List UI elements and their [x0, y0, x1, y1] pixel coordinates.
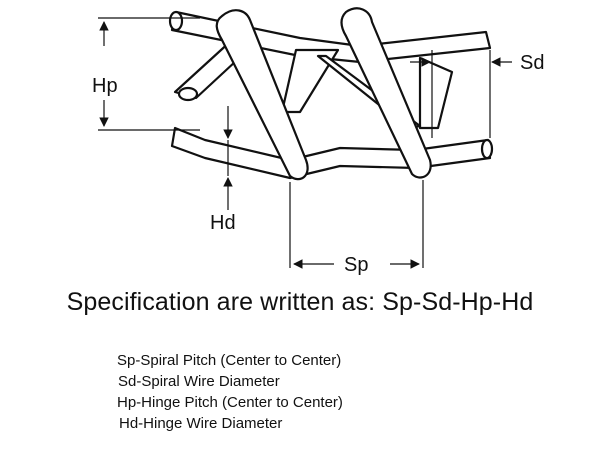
- spiral-wire-left: [215, 9, 309, 181]
- spiral-wire-right: [340, 7, 432, 179]
- legend-item-hp: Hp-Hinge Pitch (Center to Center): [117, 394, 343, 411]
- rod-end: [480, 138, 494, 160]
- legend-list: Sp-Spiral Pitch (Center to Center) Sd-Sp…: [117, 350, 343, 434]
- label-hp: Hp: [92, 75, 118, 97]
- legend-item-sd: Sd-Spiral Wire Diameter: [118, 373, 280, 390]
- legend-item-sp: Sp-Spiral Pitch (Center to Center): [117, 352, 342, 369]
- rod-end: [177, 86, 199, 102]
- spiral-link: [418, 56, 454, 130]
- hinge-rod-top: [170, 10, 492, 64]
- rod-end: [168, 10, 184, 32]
- label-sd: Sd: [520, 52, 544, 74]
- specification-format: Specification are written as: Sp-Sd-Hp-H…: [66, 288, 534, 316]
- legend-item-hd: Hd-Hinge Wire Diameter: [119, 415, 283, 432]
- woven-wire-belt-diagram: Hp Sd Hd Sp: [92, 7, 544, 276]
- spiral-link: [280, 48, 340, 114]
- hinge-rod-bottom: [170, 126, 492, 180]
- label-sp: Sp: [344, 254, 368, 276]
- label-hd: Hd: [210, 212, 236, 234]
